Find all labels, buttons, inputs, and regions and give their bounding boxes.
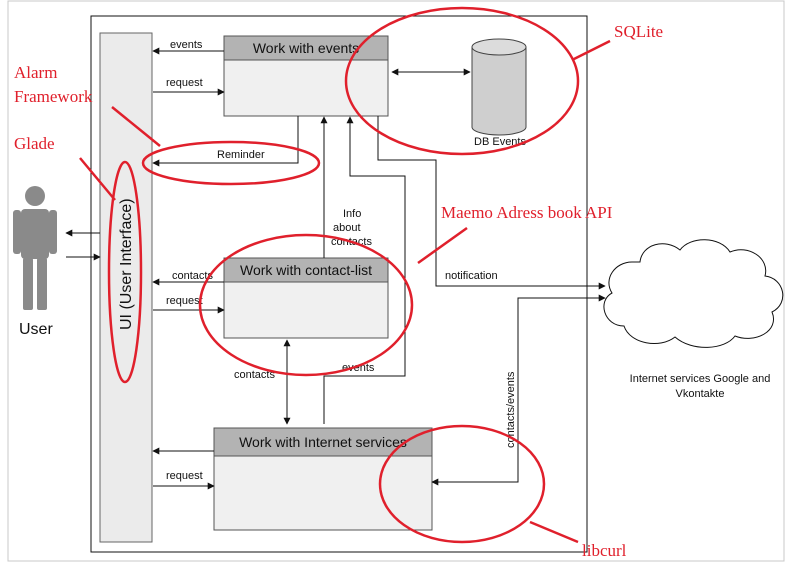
glade-pointer xyxy=(79,157,116,201)
contacts-events-arrow xyxy=(431,294,606,486)
work-with-internet-services-box: Work with Internet services xyxy=(213,427,433,531)
cloud-icon xyxy=(603,239,784,348)
work-with-internet-services-title: Work with Internet services xyxy=(239,434,407,450)
system-boundary xyxy=(90,15,588,553)
sqlite-annotation: SQLite xyxy=(614,22,663,41)
events-bottom-label: events xyxy=(342,362,375,374)
sqlite-pointer xyxy=(571,39,611,62)
reminder-label: Reminder xyxy=(217,149,265,161)
alarm-annotation-line2: Framework xyxy=(14,87,93,106)
user-icon xyxy=(13,186,57,310)
maemo-pointer xyxy=(417,226,468,265)
notification-arrow xyxy=(377,116,606,290)
db-events-label: DB Events xyxy=(474,136,526,148)
work-with-events-box: Work with events xyxy=(223,35,389,117)
contacts-events-label: contacts/events xyxy=(505,371,517,448)
request-bottom-label: request xyxy=(166,470,203,482)
libcurl-annotation: libcurl xyxy=(582,541,627,560)
image-border xyxy=(7,0,785,562)
ui-label: UI (User Interface) xyxy=(118,198,135,330)
alarm-pointer xyxy=(111,106,161,147)
alarm-annotation-line1: Alarm xyxy=(14,63,57,82)
libcurl-pointer xyxy=(529,520,579,544)
notification-label: notification xyxy=(445,270,498,282)
maemo-annotation: Maemo Adress book API xyxy=(441,203,613,222)
request-mid-label: request xyxy=(166,295,203,307)
user-label: User xyxy=(19,321,53,338)
work-with-contact-list-title: Work with contact-list xyxy=(240,262,372,278)
glade-annotation: Glade xyxy=(14,134,55,153)
work-with-contact-list-box: Work with contact-list xyxy=(223,257,389,339)
sqlite-ellipse xyxy=(344,6,580,156)
reminder-arrow xyxy=(152,116,299,167)
events-loop-arrow xyxy=(323,116,406,424)
work-with-events-title: Work with events xyxy=(253,40,359,56)
contacts-bottom-label: contacts xyxy=(234,369,275,381)
maemo-ellipse xyxy=(198,233,414,377)
request-top-label: request xyxy=(166,77,203,89)
libcurl-ellipse xyxy=(378,424,546,544)
alarm-framework-ellipse xyxy=(141,140,321,186)
db-events-cylinder xyxy=(471,38,527,136)
contacts-left-label: contacts xyxy=(172,270,213,282)
events-top-label: events xyxy=(170,39,203,51)
glade-ellipse xyxy=(107,160,143,384)
